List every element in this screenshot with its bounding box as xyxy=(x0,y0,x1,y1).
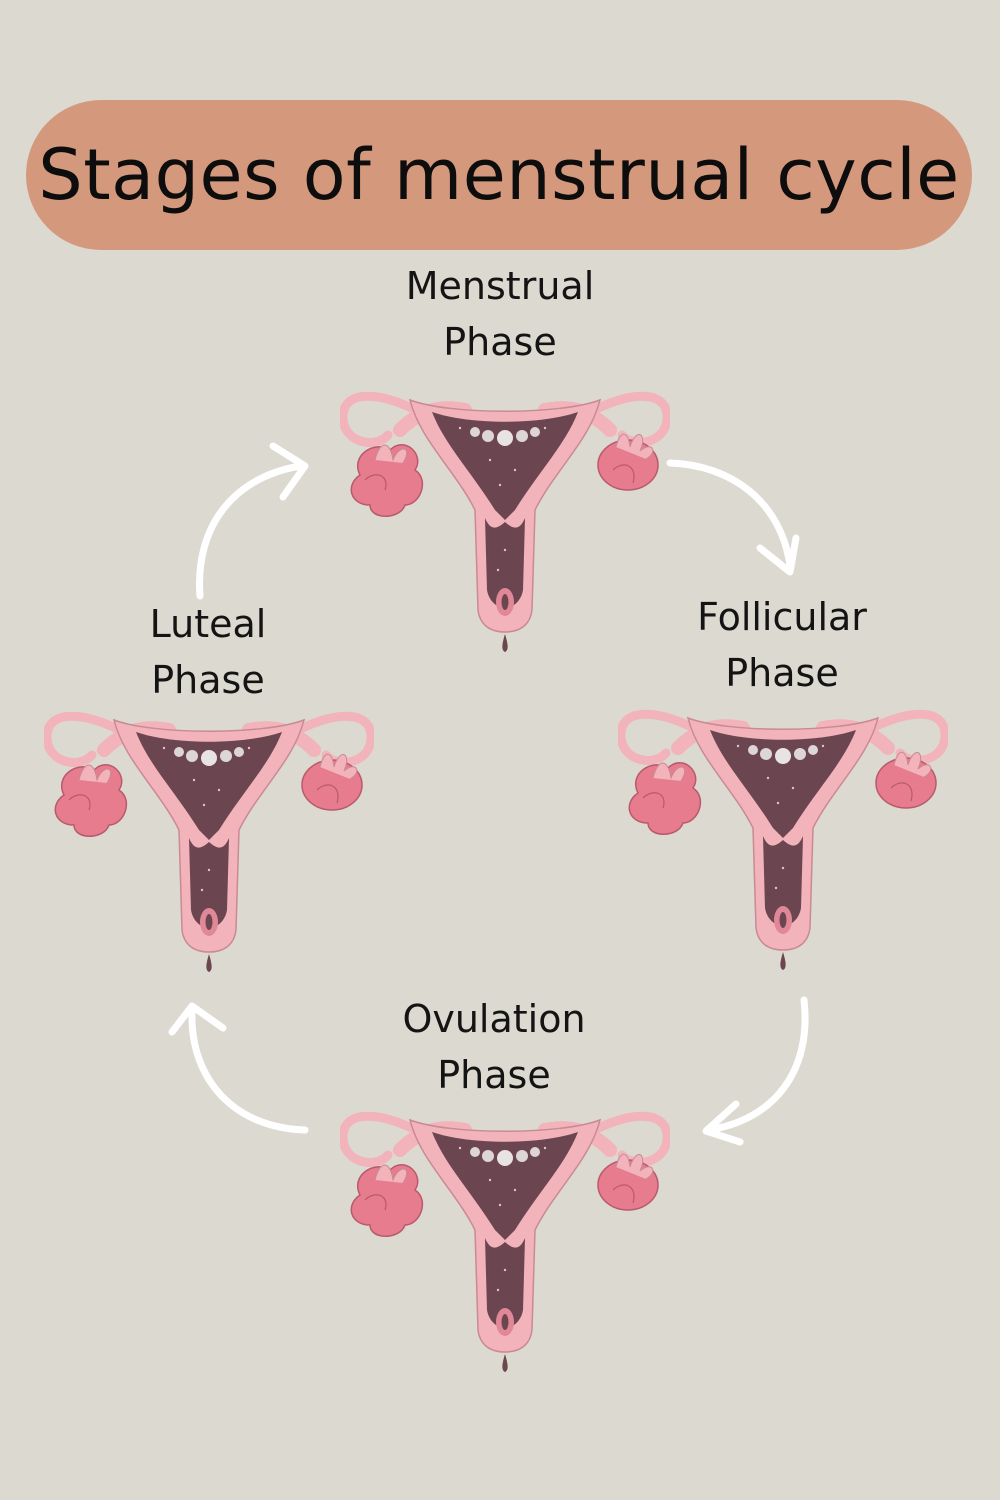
label-luteal-phase: Luteal Phase xyxy=(78,596,338,708)
label-follicular-phase: Follicular Phase xyxy=(652,589,912,701)
phase-name: Ovulation xyxy=(402,997,586,1041)
phase-suffix: Phase xyxy=(443,320,557,364)
phase-name: Follicular xyxy=(697,595,867,639)
phase-name: Luteal xyxy=(149,602,267,646)
arrow-menstrual-to-follicular xyxy=(666,459,800,576)
phase-suffix: Phase xyxy=(437,1053,551,1097)
arrow-ovulation-to-luteal xyxy=(168,1002,309,1134)
phase-suffix: Phase xyxy=(151,658,265,702)
arrow-luteal-to-menstrual xyxy=(196,442,309,600)
label-ovulation-phase: Ovulation Phase xyxy=(364,991,624,1103)
page-title: Stages of menstrual cycle xyxy=(38,134,960,216)
label-menstrual-phase: Menstrual Phase xyxy=(370,258,630,370)
phase-name: Menstrual xyxy=(405,264,595,308)
arrow-follicular-to-ovulation xyxy=(702,996,809,1146)
title-banner: Stages of menstrual cycle xyxy=(26,100,972,250)
phase-suffix: Phase xyxy=(725,651,839,695)
